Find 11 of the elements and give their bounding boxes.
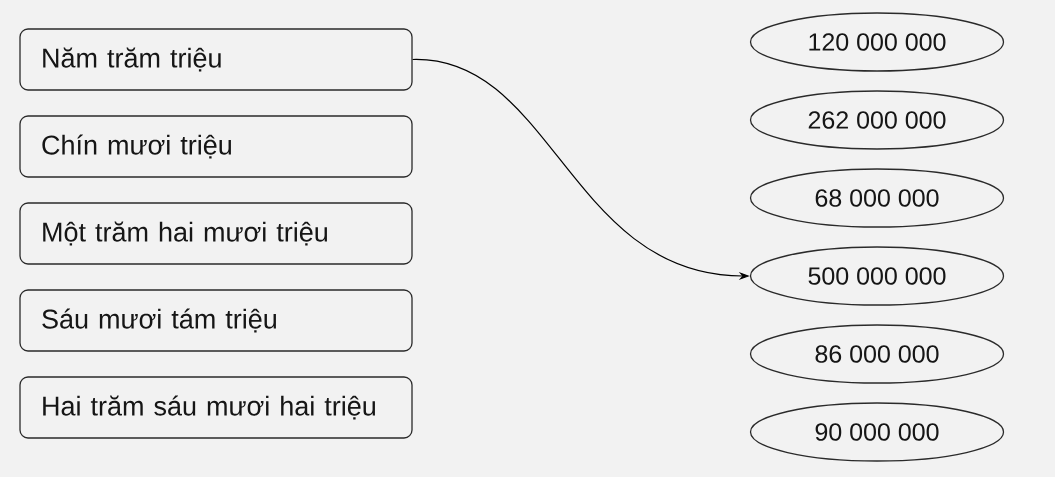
number-oval: 68 000 000 (749, 168, 1005, 228)
phrase-box: Năm trăm triệu (19, 28, 413, 91)
number-oval: 86 000 000 (749, 324, 1005, 384)
phrase-box: Chín mươi triệu (19, 115, 413, 178)
number-oval: 500 000 000 (749, 246, 1005, 306)
phrase-box: Sáu mươi tám triệu (19, 289, 413, 352)
phrase-box: Một trăm hai mươi triệu (19, 202, 413, 265)
phrase-box: Hai trăm sáu mươi hai triệu (19, 376, 413, 439)
number-oval: 90 000 000 (749, 402, 1005, 462)
number-oval: 262 000 000 (749, 90, 1005, 150)
number-oval: 120 000 000 (749, 12, 1005, 72)
